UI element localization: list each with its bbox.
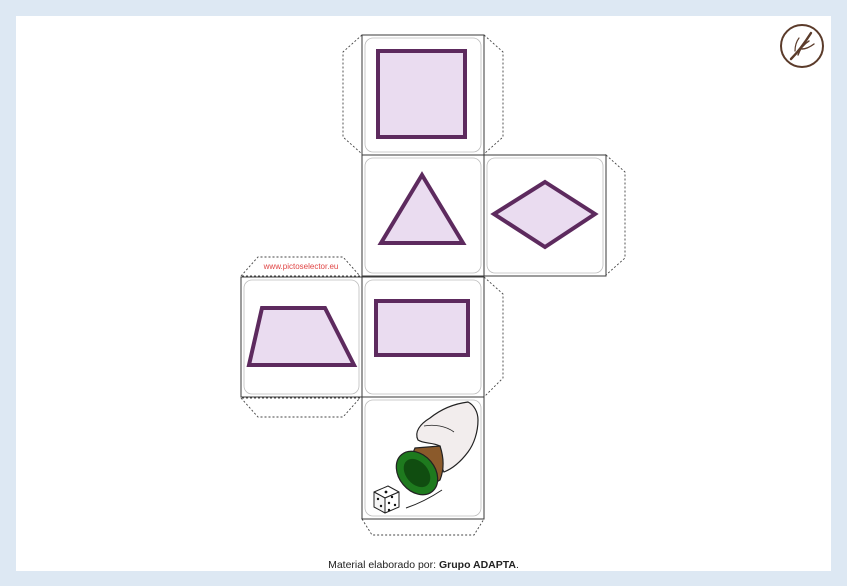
footer-credit: Material elaborado por: Grupo ADAPTA. bbox=[0, 559, 847, 571]
footer-prefix: Material elaborado por: bbox=[328, 559, 437, 571]
dice-icon bbox=[373, 485, 400, 514]
glue-tab-trapezoid-bottom bbox=[239, 397, 362, 418]
glue-tab-bottom-left bbox=[361, 518, 485, 536]
glue-tab-rhombus-right bbox=[605, 153, 626, 277]
card-outline bbox=[364, 157, 482, 274]
cup-icon bbox=[395, 445, 444, 496]
glue-tab-trapezoid-top bbox=[239, 256, 362, 277]
face-borders bbox=[240, 34, 607, 520]
footer-suffix: . bbox=[515, 559, 519, 571]
card-outline bbox=[364, 37, 482, 153]
glue-tab-middle-right bbox=[483, 275, 504, 399]
card-outline bbox=[364, 279, 482, 395]
pictoselector-watermark: www.pictoselector.eu bbox=[263, 262, 339, 271]
rhombus-shape bbox=[490, 179, 599, 250]
footer-author: Grupo ADAPTA bbox=[438, 559, 516, 571]
glue-tab-top-right bbox=[483, 33, 504, 156]
rectangle-shape bbox=[374, 299, 470, 357]
card-outline bbox=[486, 157, 604, 274]
hand-finger-line bbox=[423, 424, 455, 433]
face-rhombus bbox=[483, 154, 607, 277]
card-outlines bbox=[243, 37, 604, 517]
logo-icon bbox=[780, 24, 824, 68]
card-outline bbox=[364, 399, 482, 517]
triangle-shape bbox=[377, 171, 467, 245]
face-dice-cup bbox=[361, 396, 485, 520]
trapezoid-shape bbox=[246, 306, 358, 367]
dice-cup-pictogram bbox=[373, 401, 479, 514]
motion-line bbox=[405, 489, 443, 509]
card-outline bbox=[243, 279, 360, 395]
square-shape bbox=[376, 49, 467, 139]
glue-tab-top-left bbox=[342, 33, 363, 156]
